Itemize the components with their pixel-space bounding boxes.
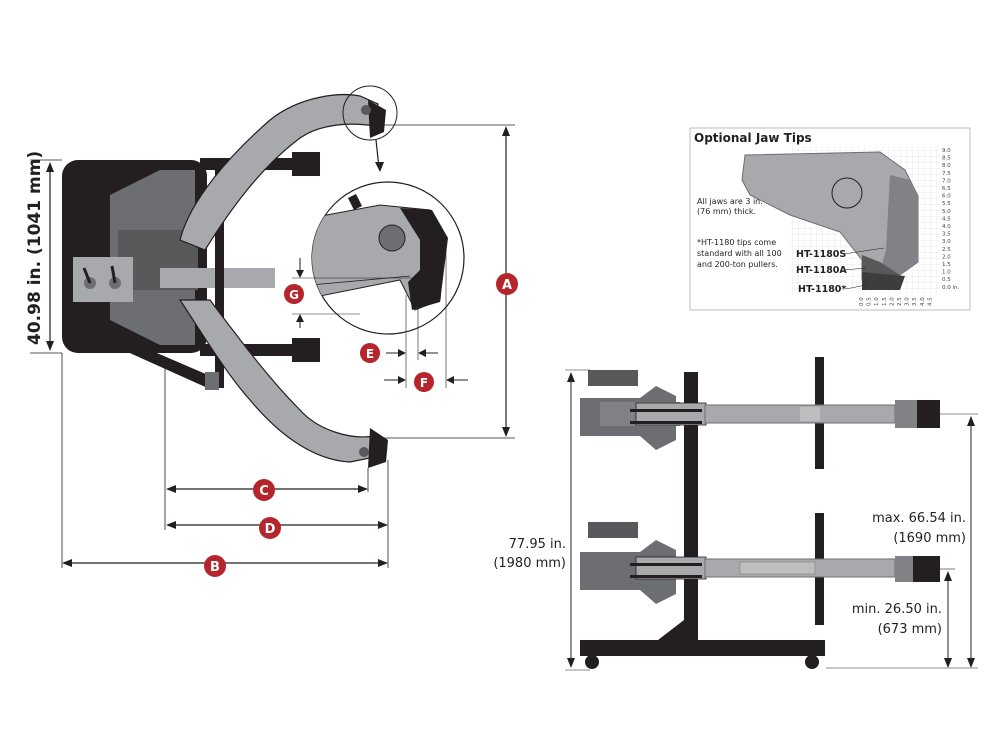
upper-jaw-tip — [368, 100, 386, 138]
bottom-scale-tick: 1.0 — [874, 297, 880, 306]
jaw-tip-1180s — [880, 175, 918, 275]
svg-text:A: A — [502, 278, 512, 293]
upper-puller — [580, 370, 940, 450]
bottom-scale-tick: 2.5 — [897, 297, 903, 306]
bottom-scale-tick: 3.5 — [912, 297, 918, 306]
svg-text:D: D — [265, 522, 276, 537]
right-scale-tick: 6.0 — [942, 194, 951, 200]
frame-brace — [658, 620, 698, 640]
svg-text:B: B — [210, 560, 220, 575]
max-label-1: max. 66.54 in. — [872, 511, 966, 526]
right-scale-tick: 5.0 — [942, 209, 951, 215]
side-view: 77.95 in. (1980 mm) max. 66.54 in. (1690… — [493, 357, 978, 671]
min-label-2: (673 mm) — [878, 622, 942, 637]
right-scale-tick: 5.5 — [942, 201, 951, 207]
cross-bar — [215, 168, 224, 388]
svg-text:G: G — [289, 288, 299, 302]
lower-strut — [112, 335, 215, 390]
bottom-scale-tick: 3.0 — [905, 297, 911, 306]
badge-g: G — [284, 284, 304, 304]
right-scale-tick: 1.5 — [942, 262, 951, 268]
right-scale-tick: 3.0 — [942, 239, 951, 245]
badge-a: A — [496, 273, 518, 295]
right-scale-tick: 3.5 — [942, 232, 951, 238]
upper-arm — [179, 94, 379, 251]
right-scale-tick: 2.0 — [942, 254, 951, 260]
inset-note-2c: and 200-ton pullers. — [697, 260, 778, 269]
svg-text:E: E — [366, 347, 374, 361]
right-scale-tick: 0.0 in. — [942, 285, 960, 291]
badge-d: D — [259, 517, 281, 539]
right-scale-tick: 0.5 — [942, 277, 951, 283]
badge-e: E — [360, 343, 380, 363]
caster-left — [585, 655, 599, 669]
lower-puller — [580, 522, 940, 604]
badge-c: C — [253, 479, 275, 501]
right-scale-tick: 7.0 — [942, 178, 951, 184]
right-scale-tick: 4.5 — [942, 216, 951, 222]
lower-jaw-tip — [368, 428, 388, 468]
bottom-bar-end — [292, 338, 320, 362]
svg-text:F: F — [420, 376, 428, 390]
caster-right — [805, 655, 819, 669]
badge-b: B — [204, 555, 226, 577]
magnifier-small — [342, 85, 398, 141]
upper-pivot — [361, 105, 371, 115]
right-scale-tick: 6.5 — [942, 186, 951, 192]
bottom-scale-tick: 4.5 — [927, 297, 933, 306]
inset-note-2b: standard with all 100 — [697, 249, 782, 258]
max-label-2: (1690 mm) — [893, 531, 966, 546]
model-label-1180a: HT-1180A — [796, 265, 847, 276]
inset-note-1b: (76 mm) thick. — [697, 207, 756, 216]
top-bar-end — [292, 152, 320, 176]
inset-note-1a: All jaws are 3 in. — [697, 197, 763, 206]
right-scale-tick: 8.5 — [942, 156, 951, 162]
inset-right-scale: 9.0 8.58.0 7.57.0 6.5 6.05.5 5.04.5 4.0 3.53.0 2… — [942, 148, 960, 291]
top-view: 40.98 in. (1041 mm) — [25, 85, 518, 577]
jaw-tip-1180 — [862, 272, 905, 290]
jaw-pin — [831, 177, 863, 209]
right-scale-tick: 9.0 — [942, 148, 951, 154]
magnified-jaw — [311, 181, 465, 335]
lower-arm — [178, 299, 375, 463]
bottom-scale-tick: 4.0 — [920, 297, 926, 306]
bottom-scale-tick: 0.0 — [859, 297, 865, 306]
right-scale-tick: 2.5 — [942, 247, 951, 253]
inset-title: Optional Jaw Tips — [694, 131, 812, 145]
right-scale-tick: 4.0 — [942, 224, 951, 230]
lower-pivot — [359, 447, 369, 457]
base-rail — [580, 640, 825, 656]
model-label-1180s: HT-1180S — [796, 249, 846, 260]
jaw-tips-inset: Optional Jaw Tips All jaws are 3 in. (76… — [689, 127, 971, 311]
control-panel — [73, 257, 133, 302]
svg-text:C: C — [259, 484, 269, 499]
overall-height-label-1: 77.95 in. — [509, 537, 566, 552]
overall-height-label-2: (1980 mm) — [493, 556, 566, 571]
model-label-1180: HT-1180* — [798, 284, 846, 295]
bottom-scale-tick: 0.5 — [867, 297, 873, 306]
min-label-1: min. 26.50 in. — [852, 602, 942, 617]
right-scale-tick: 1.0 — [942, 270, 951, 276]
bottom-scale-tick: 2.0 — [889, 297, 895, 306]
bottom-scale-tick: 1.5 — [882, 297, 888, 306]
height-label: 40.98 in. (1041 mm) — [25, 151, 45, 345]
strut-pin — [205, 372, 219, 390]
right-scale-tick: 7.5 — [942, 171, 951, 177]
inset-note-2a: *HT-1180 tips come — [697, 238, 776, 247]
right-scale-tick: 8.0 — [942, 163, 951, 169]
badge-f: F — [414, 372, 434, 392]
